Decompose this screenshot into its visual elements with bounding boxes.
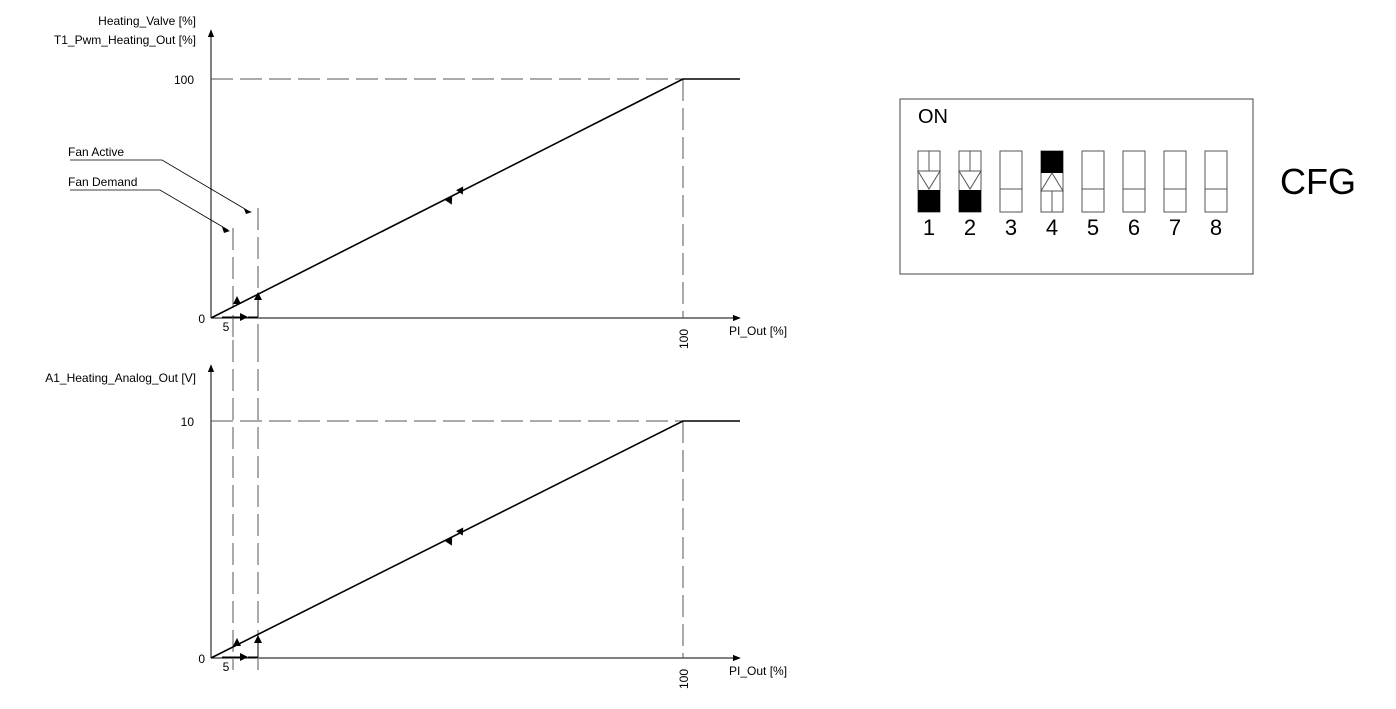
bottom-curve-down-arrow bbox=[445, 537, 453, 546]
top-ymax-label: 100 bbox=[174, 73, 194, 87]
bottom-chart: A1_Heating_Analog_Out [V] 10 0 5 100 PI_… bbox=[45, 340, 787, 689]
bottom-output-curve bbox=[210, 420, 740, 659]
top-xtick-label: 5 bbox=[223, 320, 230, 334]
dip-switch-frame bbox=[899, 98, 1254, 275]
dip-switch-number: 6 bbox=[1128, 215, 1140, 240]
dip-switch-8 bbox=[1204, 150, 1228, 213]
bottom-xmax-label: 100 bbox=[677, 669, 691, 689]
dip-on-label: ON bbox=[918, 106, 948, 128]
top-output-curve bbox=[210, 78, 740, 319]
bottom-ylabel: A1_Heating_Analog_Out [V] bbox=[45, 371, 196, 385]
switch-knob-down bbox=[959, 190, 981, 212]
top-chart: Heating_Valve [%] T1_Pwm_Heating_Out [%]… bbox=[54, 14, 787, 349]
dip-switch-number: 3 bbox=[1005, 215, 1017, 240]
down-triangle-icon bbox=[917, 170, 941, 190]
top-ylabel-line2: T1_Pwm_Heating_Out [%] bbox=[54, 33, 196, 47]
bottom-ymax-label: 10 bbox=[181, 415, 195, 429]
top-demand-arrow bbox=[233, 296, 241, 304]
bottom-xlabel: PI_Out [%] bbox=[729, 664, 787, 678]
dip-switch-number: 2 bbox=[964, 215, 976, 240]
top-ylabel-line1: Heating_Valve [%] bbox=[98, 14, 196, 28]
down-triangle-icon bbox=[958, 170, 982, 190]
top-origin-label: 0 bbox=[198, 312, 205, 326]
bottom-demand-arrow bbox=[233, 638, 241, 646]
dip-switch-number: 7 bbox=[1169, 215, 1181, 240]
top-curve-up-arrow bbox=[456, 186, 464, 195]
dip-cfg-label: CFG bbox=[1280, 161, 1356, 202]
switch-knob-down bbox=[918, 190, 940, 212]
dip-switch-6 bbox=[1122, 150, 1146, 213]
bottom-step-up-arrow bbox=[254, 635, 262, 643]
fan-active-leader bbox=[70, 159, 251, 213]
dip-switch-number: 1 bbox=[923, 215, 935, 240]
bottom-step-right-arrow bbox=[240, 653, 248, 661]
fan-demand-leader bbox=[70, 189, 229, 231]
dip-switch-3 bbox=[999, 150, 1023, 213]
top-step-up-arrow bbox=[254, 292, 262, 300]
dip-switch-7 bbox=[1163, 150, 1187, 213]
switch-knob-up bbox=[1041, 151, 1063, 173]
dip-switch-block: ON CFG 1 2 3 4 5 6 7 8 bbox=[899, 98, 1356, 275]
top-xlabel: PI_Out [%] bbox=[729, 324, 787, 338]
dip-switch-number: 4 bbox=[1046, 215, 1058, 240]
dip-switch-number: 5 bbox=[1087, 215, 1099, 240]
fan-active-label: Fan Active bbox=[68, 145, 124, 159]
bottom-xtick-label: 5 bbox=[223, 660, 230, 674]
dip-switch-number: 8 bbox=[1210, 215, 1222, 240]
bottom-origin-label: 0 bbox=[198, 652, 205, 666]
bottom-curve-up-arrow bbox=[456, 527, 464, 536]
dip-switch-5 bbox=[1081, 150, 1105, 213]
top-curve-down-arrow bbox=[445, 196, 453, 205]
top-xmax-label: 100 bbox=[677, 329, 691, 349]
dip-switches: 1 2 3 4 5 6 7 8 bbox=[917, 150, 1228, 240]
fan-demand-label: Fan Demand bbox=[68, 175, 137, 189]
top-step-right-arrow bbox=[240, 313, 248, 321]
